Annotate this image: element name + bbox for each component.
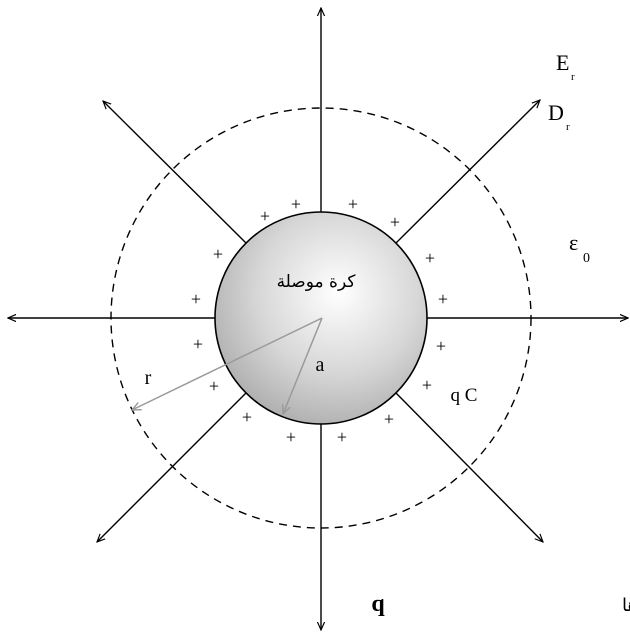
electric-field-subscript: r: [571, 71, 575, 83]
permittivity-subscript: 0: [583, 251, 590, 266]
charge-sign: +: [337, 427, 347, 447]
permittivity-label: ε: [569, 230, 578, 255]
charge-sign: +: [193, 334, 203, 354]
surface-charges: + + + + + + + + + + + + + + + +: [191, 194, 448, 447]
charge-sign: +: [422, 375, 432, 395]
inner-radius-arrow: [283, 317, 323, 414]
field-line-upper-left: [103, 101, 247, 244]
flux-density-subscript: r: [566, 121, 570, 133]
outer-radius-label: r: [145, 367, 152, 389]
inner-radius-label: a: [316, 354, 325, 376]
field-line-upper-right: [395, 100, 540, 244]
charge-sign: +: [390, 212, 400, 232]
charge-sign: +: [384, 409, 394, 429]
charge-sign: +: [286, 427, 296, 447]
charge-sign: +: [348, 194, 358, 214]
field-lines: [8, 8, 628, 630]
field-line-lower-left: [97, 392, 247, 542]
charge-sign: +: [291, 194, 301, 214]
charge-sign: +: [425, 248, 435, 268]
charge-sign: +: [242, 407, 252, 427]
charge-sign: +: [209, 376, 219, 396]
field-line-lower-right: [395, 392, 543, 542]
outer-radius-arrow: [132, 317, 323, 410]
charge-sign: +: [436, 336, 446, 356]
caption-text: تحمل شحنة مقدارها: [622, 595, 630, 616]
charge-sign: +: [260, 206, 270, 226]
charge-sign: +: [191, 289, 201, 309]
flux-density-label: D: [548, 100, 564, 125]
charge-sign: +: [438, 289, 448, 309]
charge-sign: +: [213, 244, 223, 264]
charge-label: q C: [451, 385, 478, 406]
caption-symbol: q: [371, 591, 385, 617]
sphere-label: كرة موصلة: [277, 272, 357, 292]
electric-field-label: E: [556, 50, 569, 75]
